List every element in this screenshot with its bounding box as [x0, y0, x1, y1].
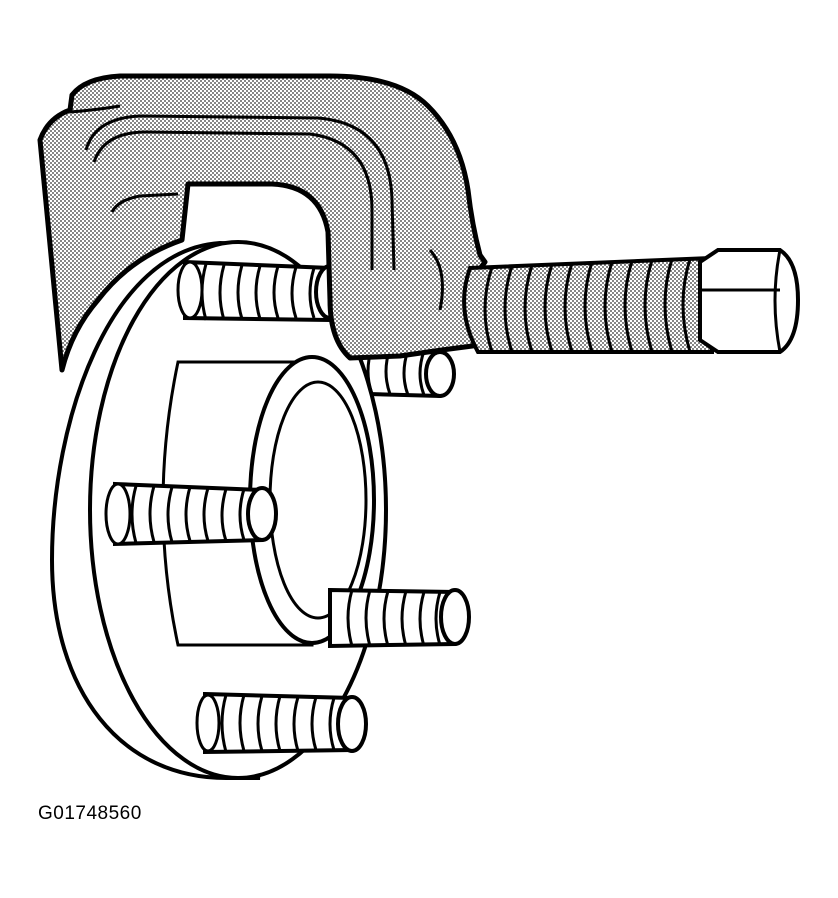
wheel-stud-top [176, 259, 346, 323]
wheel-stud-left [104, 481, 278, 547]
wheel-stud-right [328, 587, 471, 649]
figure-code: G01748560 [38, 803, 142, 824]
wheel-stud-bottom [195, 691, 368, 755]
forcing-screw [462, 255, 714, 354]
hex-head [698, 248, 801, 354]
